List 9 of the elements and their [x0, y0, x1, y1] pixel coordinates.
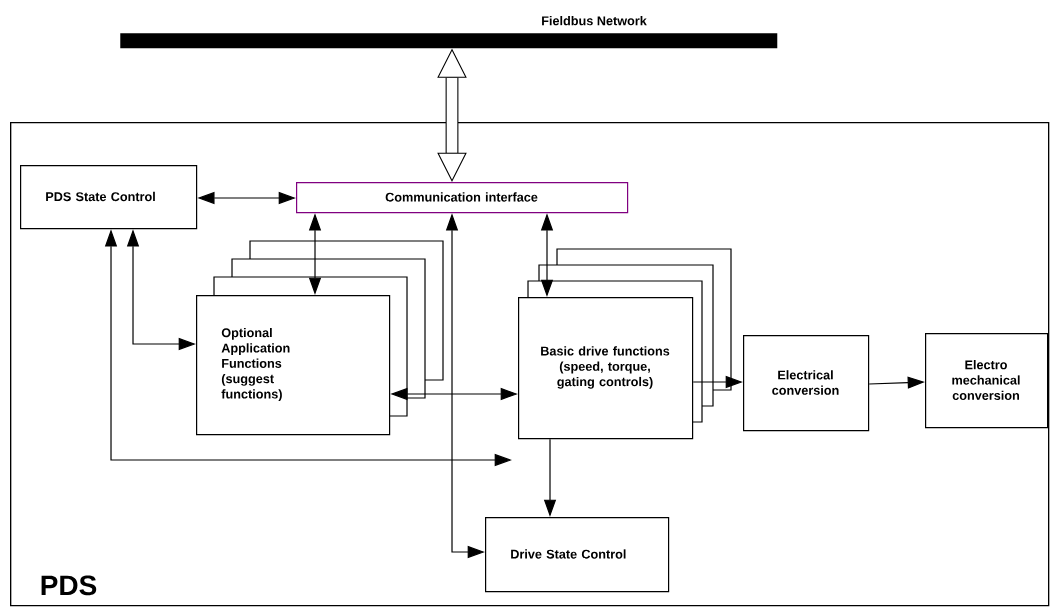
node-label: Fieldbus Network — [542, 15, 647, 26]
node-label: functions) — [221, 389, 282, 402]
box-stack: Optional Application Functions (suggest functions) — [196, 240, 444, 436]
bus-bar: Fieldbus Network — [120, 16, 778, 49]
process-box: PDS State Control — [20, 165, 198, 230]
box-stack: Basic drive functions (speed, torque, gating controls) — [518, 248, 732, 440]
process-box: Electro mechanical conversion — [925, 333, 1049, 429]
process-box: Drive State Control — [485, 517, 670, 593]
process-box: Electrical conversion — [743, 335, 870, 432]
